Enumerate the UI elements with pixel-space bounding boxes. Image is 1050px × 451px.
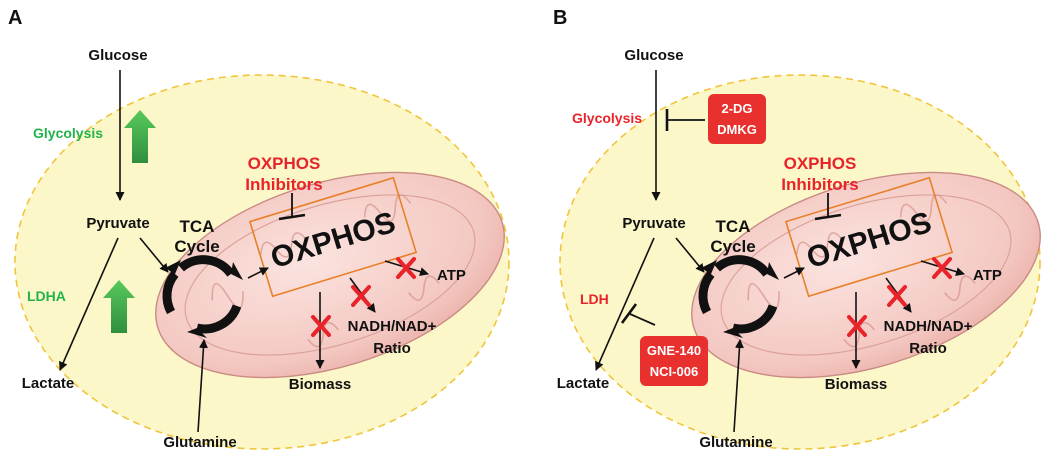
oxphos-inhibitors-line2: Inhibitors bbox=[245, 175, 322, 194]
oxphos-inhibitors-line1: OXPHOS bbox=[248, 154, 321, 173]
ldha-up-arrow-icon bbox=[103, 280, 135, 333]
ldh-inhibitor-gne140: GNE-140 bbox=[647, 343, 701, 358]
glucose-label: Glucose bbox=[88, 47, 147, 64]
glutamine-label: Glutamine bbox=[163, 434, 236, 451]
ldha-label: LDHA bbox=[27, 288, 66, 304]
ldh-inhibitor-nci006: NCI-006 bbox=[650, 364, 698, 379]
mitochondrion bbox=[155, 171, 505, 379]
glycolysis-inhibitor-2dg: 2-DG bbox=[721, 101, 752, 116]
glucose-label: Glucose bbox=[624, 47, 683, 64]
glycolysis-up-arrow-icon bbox=[124, 110, 156, 163]
glycolysis-inhibitor-box bbox=[708, 94, 766, 144]
nadh-ratio-line2: Ratio bbox=[373, 340, 411, 357]
biomass-label: Biomass bbox=[825, 376, 888, 393]
panel-b-letter: B bbox=[553, 7, 567, 29]
biomass-label: Biomass bbox=[289, 376, 352, 393]
pyruvate-label: Pyruvate bbox=[622, 215, 685, 232]
tca-label-line2: Cycle bbox=[174, 237, 219, 256]
glycolysis-label: Glycolysis bbox=[572, 110, 642, 126]
oxphos-inhibitors-line2: Inhibitors bbox=[781, 175, 858, 194]
glycolysis-inhibitor-dmkg: DMKG bbox=[717, 122, 757, 137]
oxphos-inhibitors-line1: OXPHOS bbox=[784, 154, 857, 173]
ldh-inhibition-bar bbox=[620, 303, 638, 324]
lactate-label: Lactate bbox=[557, 375, 610, 392]
panel-a-letter: A bbox=[8, 7, 22, 29]
oxphos-box bbox=[248, 176, 418, 298]
tca-label-line2: Cycle bbox=[710, 237, 755, 256]
ldh-inhibition-line bbox=[629, 313, 656, 326]
tca-label-line1: TCA bbox=[716, 217, 751, 236]
pyruvate-label: Pyruvate bbox=[86, 215, 149, 232]
nadh-ratio-line1: NADH/NAD+ bbox=[348, 318, 437, 335]
atp-label: ATP bbox=[973, 267, 1002, 284]
panel-a: A OXPHOS Glucose Glycolysis Pyruvate Lac… bbox=[8, 7, 510, 451]
lactate-label: Lactate bbox=[22, 375, 75, 392]
ldh-inhibitor-box bbox=[640, 336, 708, 386]
inhibition-bar bbox=[814, 213, 842, 221]
atp-label: ATP bbox=[437, 267, 466, 284]
inhibition-bar bbox=[278, 213, 306, 221]
nadh-ratio-line1: NADH/NAD+ bbox=[884, 318, 973, 335]
ldh-label: LDH bbox=[580, 291, 609, 307]
mitochondrion bbox=[691, 171, 1041, 379]
panel-b: B OXPHOS Glucose Glycolysis 2-DG DMKG Py… bbox=[553, 7, 1041, 451]
nadh-ratio-line2: Ratio bbox=[909, 340, 947, 357]
glutamine-label: Glutamine bbox=[699, 434, 772, 451]
oxphos-box bbox=[784, 176, 954, 298]
tca-label-line1: TCA bbox=[180, 217, 215, 236]
glycolysis-label: Glycolysis bbox=[33, 125, 103, 141]
